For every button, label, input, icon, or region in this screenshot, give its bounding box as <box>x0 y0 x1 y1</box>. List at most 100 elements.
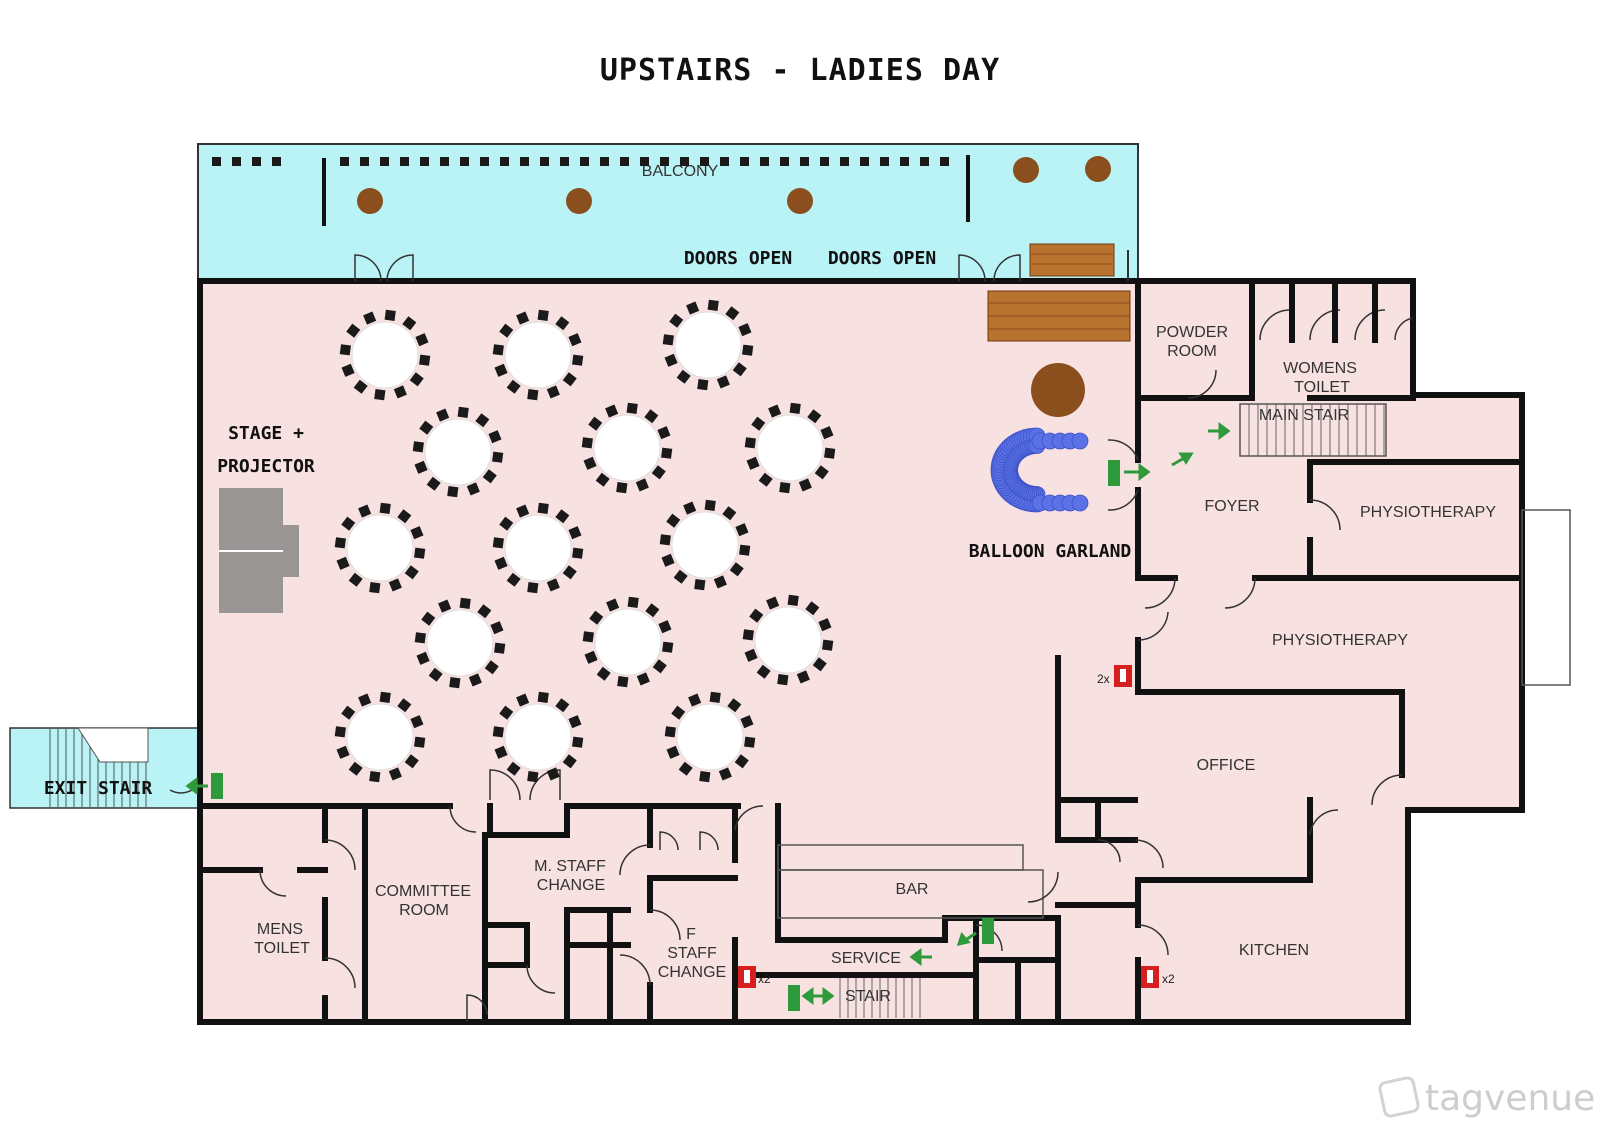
f-staff-change-label-3: CHANGE <box>658 964 726 981</box>
watermark-logo: tagvenue <box>1378 1076 1595 1119</box>
balcony-chair <box>560 157 569 166</box>
stage-label-line1: STAGE + <box>228 423 304 444</box>
f-staff-change-label-1: F <box>686 926 696 943</box>
round-tables <box>334 299 836 783</box>
balcony-chair <box>740 157 749 166</box>
balcony-chair <box>920 157 929 166</box>
wooden-counter-icon <box>987 243 1131 417</box>
balcony-chair <box>232 157 241 166</box>
right-wing-floor <box>200 281 1522 1024</box>
stair-label: STAIR <box>845 988 891 1005</box>
exit-sign-icon <box>211 460 1120 1011</box>
cocktail-table-icon <box>357 156 1111 214</box>
round-table-icon <box>414 597 506 689</box>
service-label: SERVICE <box>831 950 901 967</box>
balcony-chair <box>440 157 449 166</box>
round-table-icon <box>744 402 836 494</box>
balcony-chair <box>380 157 389 166</box>
m-staff-change-label-2: CHANGE <box>537 877 605 894</box>
balcony-chair <box>252 157 261 166</box>
round-table-icon <box>742 594 834 686</box>
balcony-chair <box>760 157 769 166</box>
main-stair-label: MAIN STAIR <box>1259 407 1349 424</box>
round-table-icon <box>334 502 426 594</box>
powder-room-label-2: ROOM <box>1167 343 1217 360</box>
powder-room-label-1: POWDER <box>1156 324 1228 341</box>
stage-label-line2: PROJECTOR <box>217 456 315 477</box>
balcony-chair <box>680 157 689 166</box>
kitchen-label: KITCHEN <box>1239 942 1309 959</box>
office-label: OFFICE <box>1197 757 1256 774</box>
doors-open-label-2: DOORS OPEN <box>828 248 936 269</box>
round-table-icon <box>412 406 504 498</box>
physiotherapy-label-1: PHYSIOTHERAPY <box>1360 504 1496 521</box>
balcony-chair <box>500 157 509 166</box>
exit-arrow-icon <box>185 422 1231 1005</box>
extinguisher-count-x2-a: x2 <box>758 972 771 986</box>
round-table-icon <box>664 691 756 783</box>
balcony-label: BALCONY <box>642 163 719 180</box>
balcony-chair <box>840 157 849 166</box>
balcony-chair <box>460 157 469 166</box>
exit-stair-treads <box>49 727 149 808</box>
balcony-chair <box>820 157 829 166</box>
round-table-icon <box>492 309 584 401</box>
balcony-chair <box>700 157 709 166</box>
mens-toilet-label-1: MENS <box>257 921 303 938</box>
foyer-label: FOYER <box>1204 498 1259 515</box>
physiotherapy-label-2: PHYSIOTHERAPY <box>1272 632 1408 649</box>
watermark-text: tagvenue <box>1425 1078 1595 1119</box>
round-table-icon <box>339 309 431 401</box>
toilet-cubicles <box>1289 278 1378 343</box>
round-table-icon <box>334 691 426 783</box>
balcony-chair <box>800 157 809 166</box>
room-labels: POWDER ROOM WOMENS TOILET MAIN STAIR FOY… <box>254 324 1496 1005</box>
round-table-icon <box>662 299 754 391</box>
balcony-chair <box>880 157 889 166</box>
balcony-chair <box>212 157 221 166</box>
committee-room-label-1: COMMITTEE <box>375 883 471 900</box>
extinguisher-count-x2-b: x2 <box>1162 972 1175 986</box>
balcony-chair <box>600 157 609 166</box>
round-table-icon <box>659 499 751 591</box>
extinguisher-count-2x: 2x <box>1097 672 1110 686</box>
stage-block-icon <box>219 488 299 613</box>
mens-toilet-label-2: TOILET <box>254 940 310 957</box>
balcony-chair <box>780 157 789 166</box>
balcony-chair <box>480 157 489 166</box>
balcony-chair <box>520 157 529 166</box>
committee-room-label-2: ROOM <box>399 902 449 919</box>
balloon-garland-icon <box>990 427 1089 513</box>
balcony-chair <box>420 157 429 166</box>
balcony-chair <box>720 157 729 166</box>
balcony-chair <box>340 157 349 166</box>
balloon-garland-label: BALLOON GARLAND <box>969 541 1132 562</box>
womens-toilet-label-1: WOMENS <box>1283 360 1357 377</box>
balcony-chair <box>660 157 669 166</box>
balcony-chair <box>272 157 281 166</box>
round-table-icon <box>582 596 674 688</box>
fire-extinguisher-icon <box>738 665 1159 988</box>
balcony-chair <box>540 157 549 166</box>
balcony-chair <box>900 157 909 166</box>
balcony-chair <box>860 157 869 166</box>
round-table-icon <box>492 691 584 783</box>
door-swings <box>169 254 1414 1022</box>
balcony-chair <box>620 157 629 166</box>
doors-open-label-1: DOORS OPEN <box>684 248 792 269</box>
round-table-icon <box>581 402 673 494</box>
exit-stair-label: EXIT STAIR <box>44 778 153 799</box>
plan-title: UPSTAIRS - LADIES DAY <box>600 53 1000 88</box>
round-table-icon <box>492 502 584 594</box>
m-staff-change-label-1: M. STAFF <box>534 858 606 875</box>
bar-label: BAR <box>896 881 929 898</box>
balcony-chair <box>400 157 409 166</box>
f-staff-change-label-2: STAFF <box>667 945 717 962</box>
balcony-chair <box>580 157 589 166</box>
thin-lines <box>777 250 1571 1018</box>
balcony-chairs <box>212 157 949 166</box>
balcony-chair <box>360 157 369 166</box>
balcony-chair <box>640 157 649 166</box>
balcony-chair <box>940 157 949 166</box>
